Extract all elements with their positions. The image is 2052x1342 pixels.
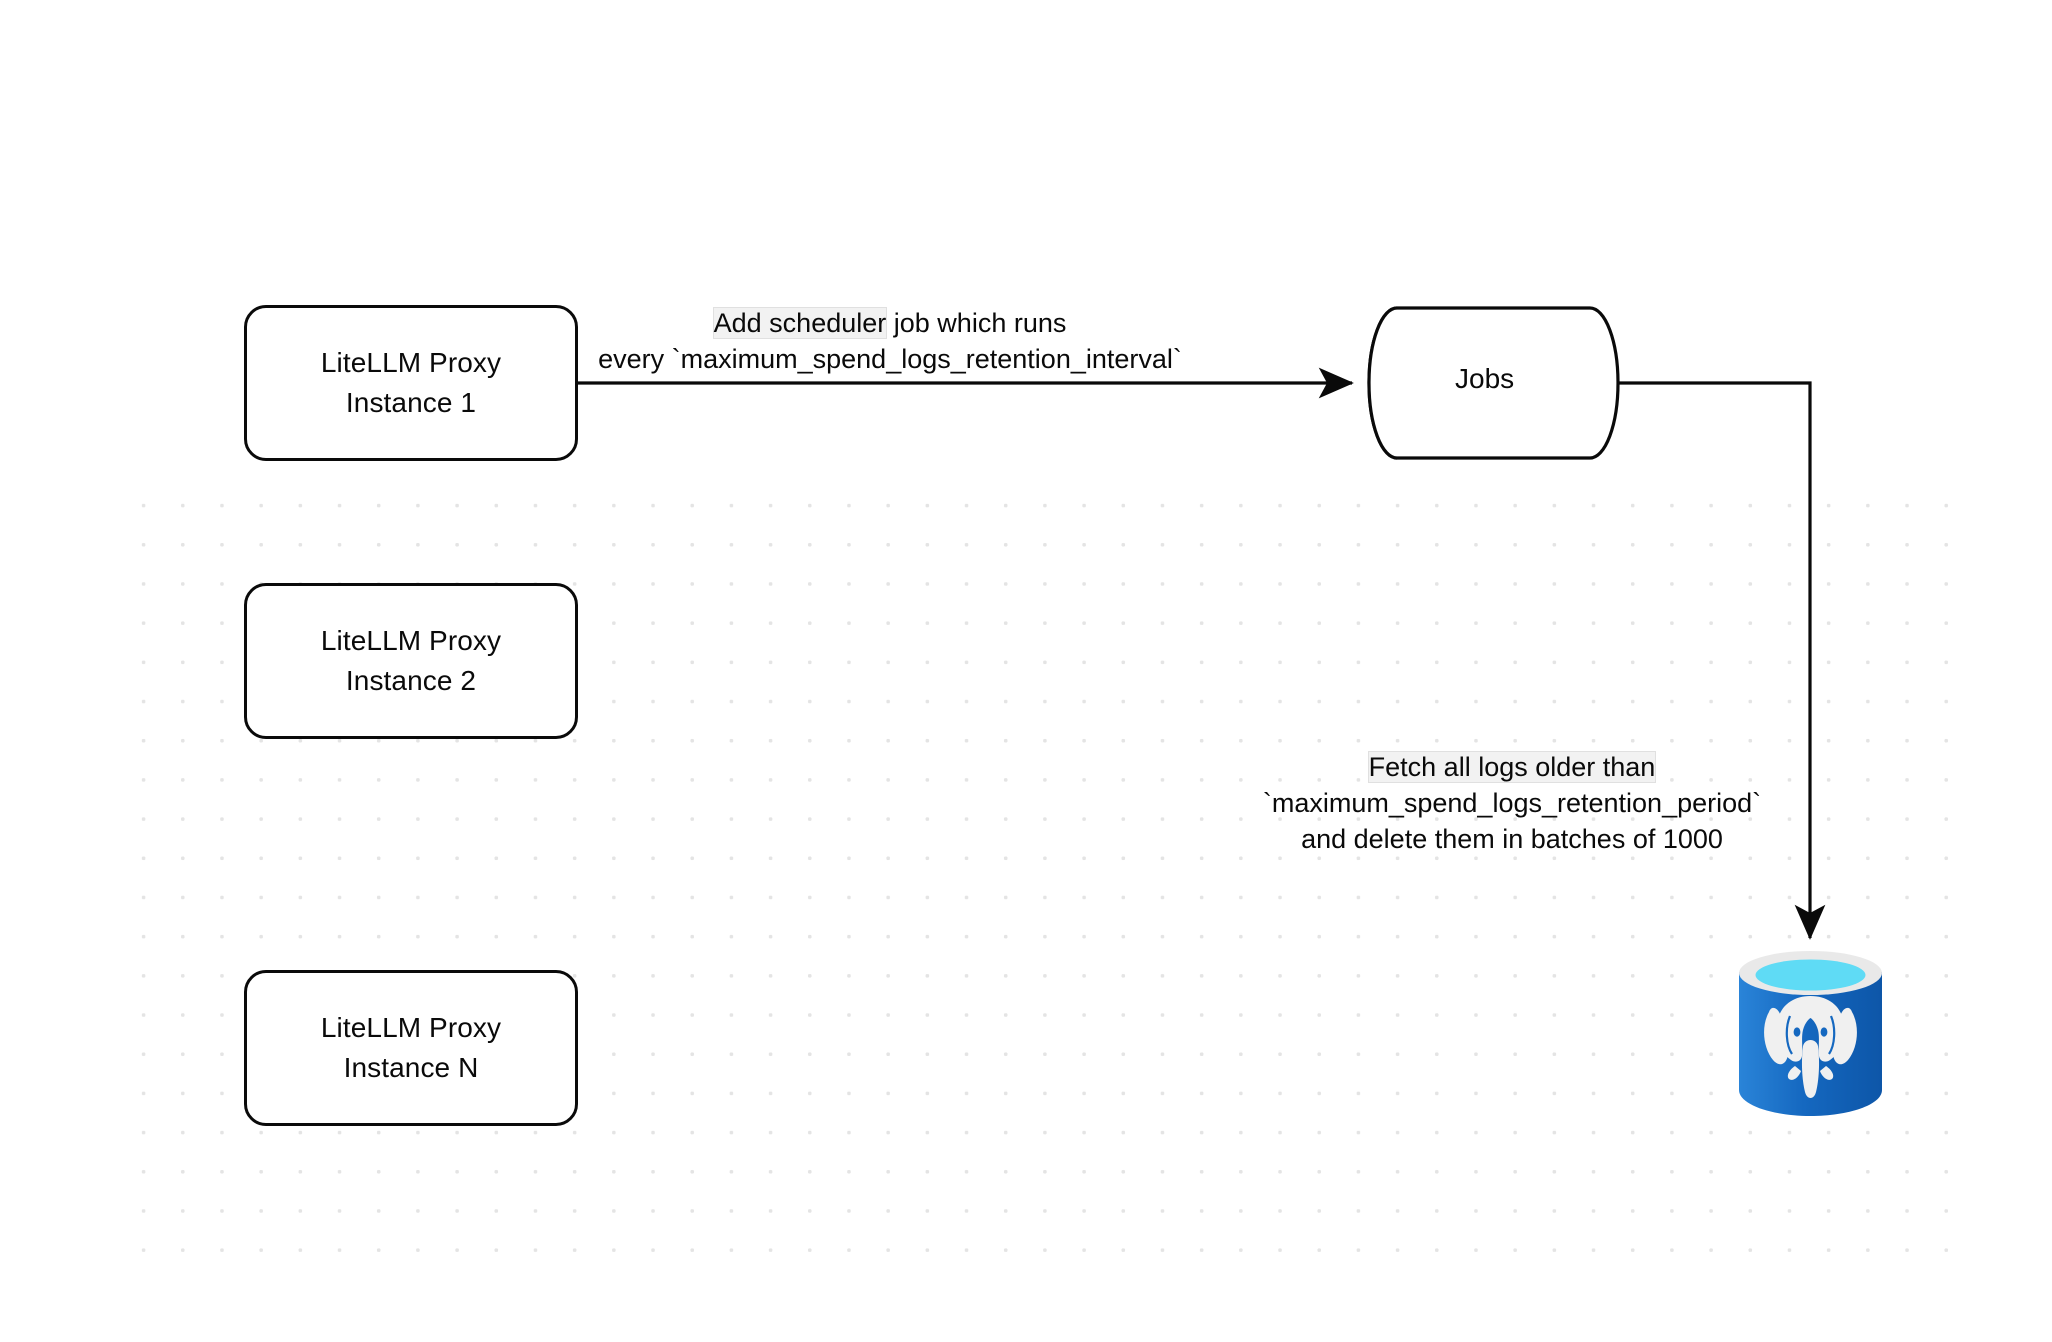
postgres-elephant-icon <box>1764 996 1857 1098</box>
edge-label-line2: every `maximum_spend_logs_retention_inte… <box>598 343 1182 374</box>
edge-label-line1: Add scheduler job which runs <box>520 306 1260 342</box>
edge-label-line1-rest: job which runs <box>886 308 1067 338</box>
node-label-line1: LiteLLM Proxy <box>320 1012 502 1044</box>
node-label-line2: Instance N <box>343 1052 479 1083</box>
node-litellm-proxy-instance-n[interactable]: LiteLLM Proxy Instance N <box>244 970 578 1126</box>
edge-label-fetch: Fetch all logs older than `maximum_spend… <box>1212 750 1812 858</box>
node-label-line1: LiteLLM Proxy <box>320 625 502 657</box>
node-litellm-proxy-instance-2[interactable]: LiteLLM Proxy Instance 2 <box>244 583 578 739</box>
edge-label-line3: and delete them in batches of 1000 <box>1301 823 1723 854</box>
node-jobs-label: Jobs <box>1455 363 1515 394</box>
node-label-line1: LiteLLM Proxy <box>320 347 502 379</box>
node-label-line2: Instance 2 <box>345 665 477 696</box>
node-postgres-database[interactable] <box>1733 950 1888 1120</box>
edge-label-line1: Fetch all logs older than <box>1212 750 1812 786</box>
edge-label-line1-highlight: Fetch all logs older than <box>1368 752 1656 782</box>
edge-label-line1-highlight: Add scheduler <box>713 308 887 338</box>
edge-label-line2: `maximum_spend_logs_retention_period` <box>1262 787 1762 818</box>
node-litellm-proxy-instance-1[interactable]: LiteLLM Proxy Instance 1 <box>244 305 578 461</box>
edge-label-scheduler: Add scheduler job which runs every `maxi… <box>520 306 1260 378</box>
node-label-line2: Instance 1 <box>345 387 477 418</box>
